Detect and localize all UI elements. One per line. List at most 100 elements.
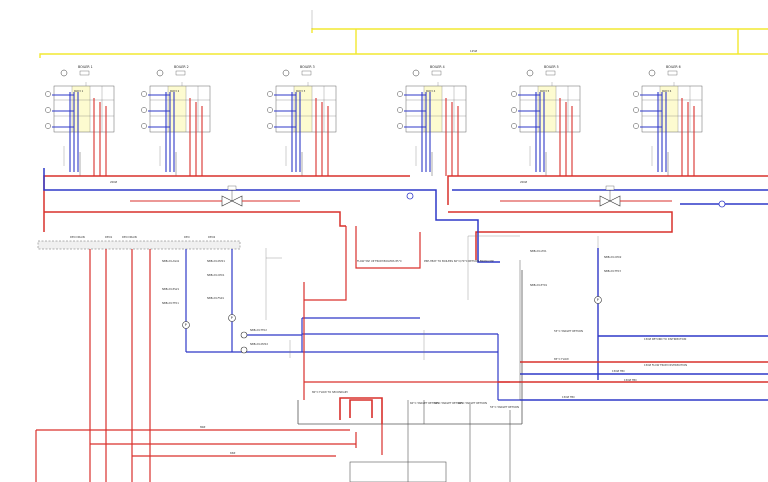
target-return-right: 55°C TARGET RETURN	[554, 329, 583, 333]
boiler-tag-box	[545, 70, 556, 76]
boiler-group: BOILER 1 PAD3 1 BOILER 2 PAD3 2 BOILER 3 PAD3…	[45, 65, 703, 176]
boiler-module-frame	[519, 85, 581, 133]
boiler-tag-box	[79, 70, 90, 76]
tag-t3: NBB-29-TT01	[162, 301, 179, 305]
plant-room-box	[349, 461, 447, 482]
boiler-module-fill	[424, 86, 442, 132]
boiler-module-fill	[294, 86, 312, 132]
gauge-icon	[45, 107, 51, 113]
boiler-module-fill	[660, 86, 678, 132]
gauge-icon	[141, 123, 147, 129]
boiler-module-label: PAD3 1	[74, 89, 84, 93]
tag-t12: NBB-29-PT01	[530, 283, 547, 287]
tag-t11: NBB-29-LT01	[530, 249, 547, 253]
flow-right: 85°C FLOW	[554, 357, 569, 361]
gauge-icon	[633, 107, 639, 113]
gauge-icon	[267, 91, 273, 97]
tag-t10: NBB-29-TT03	[604, 269, 621, 273]
pump-p1-symbol: P	[185, 323, 187, 327]
drop-size-1: 80Ø	[200, 424, 205, 429]
boiler-module: BOILER 3 PAD3 3	[267, 65, 337, 176]
boiler-label: BOILER 1	[78, 65, 93, 69]
deo-header-tag-2: DEO1	[105, 235, 113, 239]
pump-p2	[228, 314, 236, 322]
tag-t9: NBB-29-CP02	[604, 255, 622, 259]
tag-t8: NBB-29-MV02	[250, 342, 268, 346]
boiler-module-label: PAD3 5	[540, 89, 550, 93]
deo-header-tag-1: DEO DRAIN	[70, 235, 85, 239]
target-return-2: 55°C TARGET RETURN	[434, 401, 463, 405]
boiler-motor-icon	[282, 69, 290, 77]
boiler-label: BOILER 2	[174, 65, 189, 69]
gauge-icon	[45, 123, 51, 129]
gauge-icon	[141, 107, 147, 113]
boiler-module-label: PAD3 6	[662, 89, 672, 93]
boiler-motor-icon	[412, 69, 420, 77]
central-instrument-stack: P P NBB-29-AS41 NBB-29-PS21 NBB-29-TT01 …	[162, 249, 520, 401]
boiler-module-label: PAD3 2	[170, 89, 180, 93]
boiler-motor-icon	[60, 69, 68, 77]
header-pipe-size-left: 200Ø	[110, 179, 117, 184]
mixing-valve-set-right	[500, 185, 672, 207]
deo-header-tag-3: DEO DRAIN	[122, 235, 137, 239]
boiler-tag-box	[431, 70, 442, 76]
boiler-module: BOILER 1 PAD3 1	[45, 65, 115, 176]
boiler-module: BOILER 6 PAD3 6	[633, 65, 703, 176]
boiler-tag-box	[175, 70, 186, 76]
boiler-module-frame	[275, 85, 337, 133]
boiler-tag-box	[301, 70, 312, 76]
boiler-motor-icon	[526, 69, 534, 77]
boiler-label: BOILER 3	[300, 65, 315, 69]
gauge-icon	[511, 91, 517, 97]
target-return-4: 55°C TARGET RETURN	[490, 405, 519, 409]
target-return-1: 60°C TARGET RETURN	[410, 401, 439, 405]
mixing-valve-set-left	[130, 185, 300, 207]
boiler-module-fill	[538, 86, 556, 132]
gauge-icon	[397, 91, 403, 97]
target-return-3: 60°C TARGET RETURN	[458, 401, 487, 405]
gauge-icon	[511, 123, 517, 129]
tag-t1: NBB-29-AS41	[162, 259, 180, 263]
tag-t7: NBB-29-TT02	[250, 328, 267, 332]
dist-size-c: 150Ø TBC	[562, 394, 575, 399]
pump-p2-symbol: P	[231, 316, 233, 320]
dist-pump-symbol: P	[597, 298, 599, 302]
flow-from-distribution: 150Ø FLOW FROM DISTRIBUTION	[644, 362, 687, 367]
boiler-label: BOILER 4	[430, 65, 445, 69]
flow-to-secondary-note: 80°C FLOW TO SECONDARY	[312, 390, 348, 394]
gauge-icon	[45, 91, 51, 97]
gauge-icon	[511, 107, 517, 113]
boiler-motor-icon	[156, 69, 164, 77]
pump-p3	[240, 331, 248, 339]
gauge-icon	[633, 91, 639, 97]
tag-t4: NBB-29-MV01	[207, 259, 225, 263]
gauge-icon	[397, 123, 403, 129]
boiler-module: BOILER 5 PAD3 5	[511, 65, 581, 176]
boiler-tag-box	[667, 70, 678, 76]
boiler-module-label: PAD3 3	[296, 89, 306, 93]
boiler-module-label: PAD3 4	[426, 89, 436, 93]
misc-linework	[266, 236, 599, 360]
tag-t6: NBB-29-FS01	[207, 296, 224, 300]
boiler-module-frame	[53, 85, 115, 133]
gas-supply-line: 125Ø	[39, 10, 768, 58]
pre-heat-note: PRE-HEAT TO BOILERS 60°C/70°C RETURN FRO…	[424, 259, 494, 263]
tag-t2: NBB-29-PS21	[162, 287, 180, 291]
deo-header-tag-5: DEO2	[208, 235, 216, 239]
boiler-label: BOILER 5	[544, 65, 559, 69]
return-to-distribution: 150Ø RETURN TO DISTRIBUTION	[644, 336, 686, 341]
pump-p1	[182, 321, 190, 329]
flow-tap-up-note: FLOW TAP UP FROM BOILERS 85°C	[357, 259, 402, 263]
dist-size-b: 150Ø TBC	[624, 377, 637, 382]
boiler-module-frame	[149, 85, 211, 133]
secondary-flow-loop: 80°C FLOW TO SECONDARY 60°C TARGET RETUR…	[297, 270, 523, 482]
tag-t5: NBB-29-CP01	[207, 273, 225, 277]
gauge-icon	[141, 91, 147, 97]
boiler-label: BOILER 6	[666, 65, 681, 69]
boiler-module-frame	[641, 85, 703, 133]
gauge-icon	[267, 107, 273, 113]
gauge-icon	[633, 123, 639, 129]
deo-header-box: DEO DRAIN DEO1 DEO DRAIN DEO DEO2	[37, 235, 241, 250]
boiler-motor-icon	[648, 69, 656, 77]
